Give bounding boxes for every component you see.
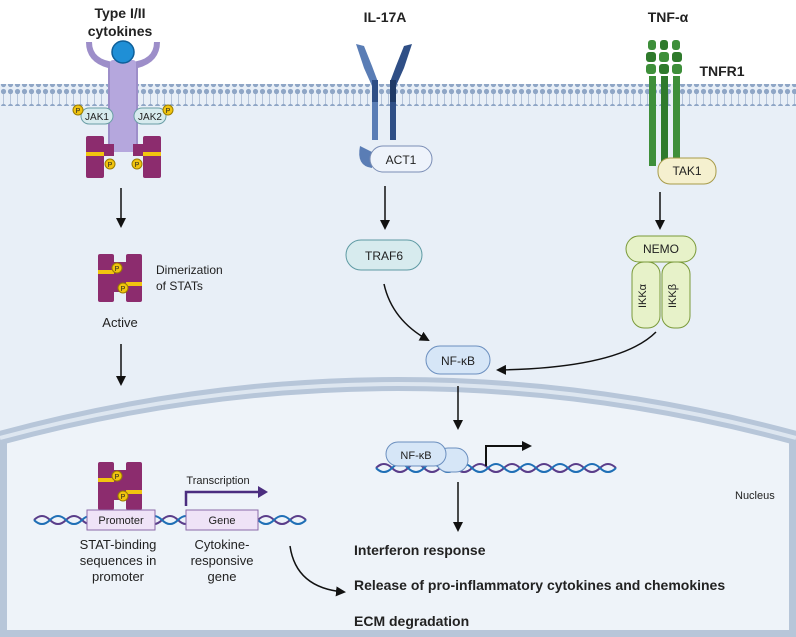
svg-text:P: P	[135, 162, 140, 169]
cytokine-ligand	[111, 40, 135, 64]
dimerization-label-line1: Dimerization	[156, 263, 223, 277]
gene-box: Gene	[185, 509, 259, 531]
ikka-label: IKKα	[637, 283, 649, 308]
svg-text:P: P	[115, 474, 120, 481]
act1-protein: ACT1	[369, 145, 433, 173]
type12-receptor	[86, 40, 160, 152]
ikkb-label: IKKβ	[667, 284, 679, 308]
membrane-stat-pair	[86, 136, 161, 178]
tnf-title: TNF-α	[648, 9, 689, 25]
active-label: Active	[102, 315, 137, 330]
plasma-membrane	[0, 84, 796, 106]
stat-dimer: P P	[98, 254, 142, 302]
nemo-label: NEMO	[643, 242, 679, 256]
traf6-label: TRAF6	[365, 249, 403, 263]
gene-label: Gene	[209, 515, 236, 527]
tak1-protein: TAK1	[657, 157, 717, 185]
transcription-arrow-head	[258, 486, 268, 498]
tak1-label: TAK1	[672, 164, 701, 178]
dimerization-label-line2: of STATs	[156, 279, 203, 293]
promoter-label: Promoter	[98, 515, 144, 527]
nfkb-label: NF-κB	[441, 354, 475, 368]
transcription-label: Transcription	[186, 475, 249, 487]
nucleus-region	[0, 377, 796, 637]
stat-caption-line1: STAT-binding	[80, 537, 157, 552]
type12-title-line2: cytokines	[88, 23, 153, 39]
gene-caption-line1: Cytokine-	[195, 537, 250, 552]
outcome-ecm-degradation: ECM degradation	[354, 613, 469, 629]
jak1-label: JAK1	[85, 112, 109, 123]
dna-helix-left	[33, 515, 307, 525]
nemo-complex: NEMO IKKα IKKβ	[625, 235, 697, 329]
phospho-markers-top: P P P P	[72, 104, 174, 170]
promoter-box: Promoter	[86, 509, 156, 531]
transcription-arrow	[184, 490, 262, 506]
svg-text:P: P	[76, 108, 81, 115]
traf6-protein: TRAF6	[345, 239, 423, 271]
tnfr1-receptor	[646, 40, 682, 166]
gene-caption-line2: responsive	[191, 553, 254, 568]
nfkb-bound-dna: NF-κB	[385, 441, 469, 473]
stat-caption-line3: promoter	[92, 569, 145, 584]
outcome-cytokine-release: Release of pro-inflammatory cytokines an…	[354, 577, 725, 593]
nfkb-protein: NF-κB	[425, 345, 491, 375]
arrow-gene-to-outcomes	[289, 545, 346, 597]
il17a-title: IL-17A	[364, 9, 407, 25]
type12-title-line1: Type I/II	[94, 5, 145, 21]
nucleus-label: Nucleus	[735, 490, 775, 502]
stat-caption-line2: sequences in	[80, 553, 157, 568]
svg-text:P: P	[108, 162, 113, 169]
nuclear-stat-dimer: P P	[98, 462, 142, 510]
svg-text:P: P	[166, 108, 171, 115]
svg-text:P: P	[121, 286, 126, 293]
jak1-badge: JAK1	[80, 107, 114, 125]
tnfr1-label: TNFR1	[699, 63, 744, 79]
arrow-traf6-to-nfkb	[383, 283, 430, 341]
nucleus-nfkb-label: NF-κB	[400, 450, 431, 462]
act1-label: ACT1	[386, 153, 417, 167]
svg-text:P: P	[121, 494, 126, 501]
arrow-ikk-to-nfkb	[496, 331, 657, 375]
jak2-badge: JAK2	[133, 107, 167, 125]
transcription-start-arrow	[485, 441, 532, 466]
gene-caption-line3: gene	[208, 569, 237, 584]
svg-text:P: P	[115, 266, 120, 273]
il17a-receptor	[356, 44, 412, 168]
jak2-label: JAK2	[138, 112, 162, 123]
outcome-interferon: Interferon response	[354, 542, 486, 558]
